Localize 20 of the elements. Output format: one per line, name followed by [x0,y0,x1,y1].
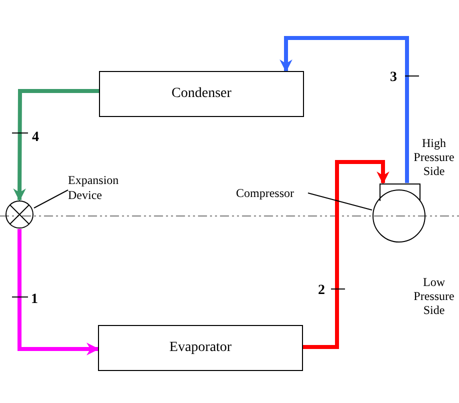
state-point-number: 1 [31,292,38,308]
pipe-arrow [303,160,390,349]
component-label: Condenser [172,85,232,103]
expansion-valve-symbol [5,200,34,229]
leader-line [308,192,372,210]
callout-text: Expansion Device [68,173,120,203]
region-label: Low Pressure Side [412,276,456,318]
compressor-symbol [372,183,426,243]
state-point-number: 2 [318,283,325,300]
component-label: Evaporator [169,339,232,357]
leader-line [34,190,68,208]
pipe-arrow [280,36,409,183]
pipe-arrow [18,229,100,356]
region-label: High Pressure Side [412,137,456,178]
pipe-arrow [13,89,99,202]
callout-text: Compressor [236,186,294,200]
state-point-number: 4 [32,130,39,146]
condenser-box [99,71,304,117]
evaporator-box [98,325,303,371]
state-point-number: 3 [390,70,397,86]
